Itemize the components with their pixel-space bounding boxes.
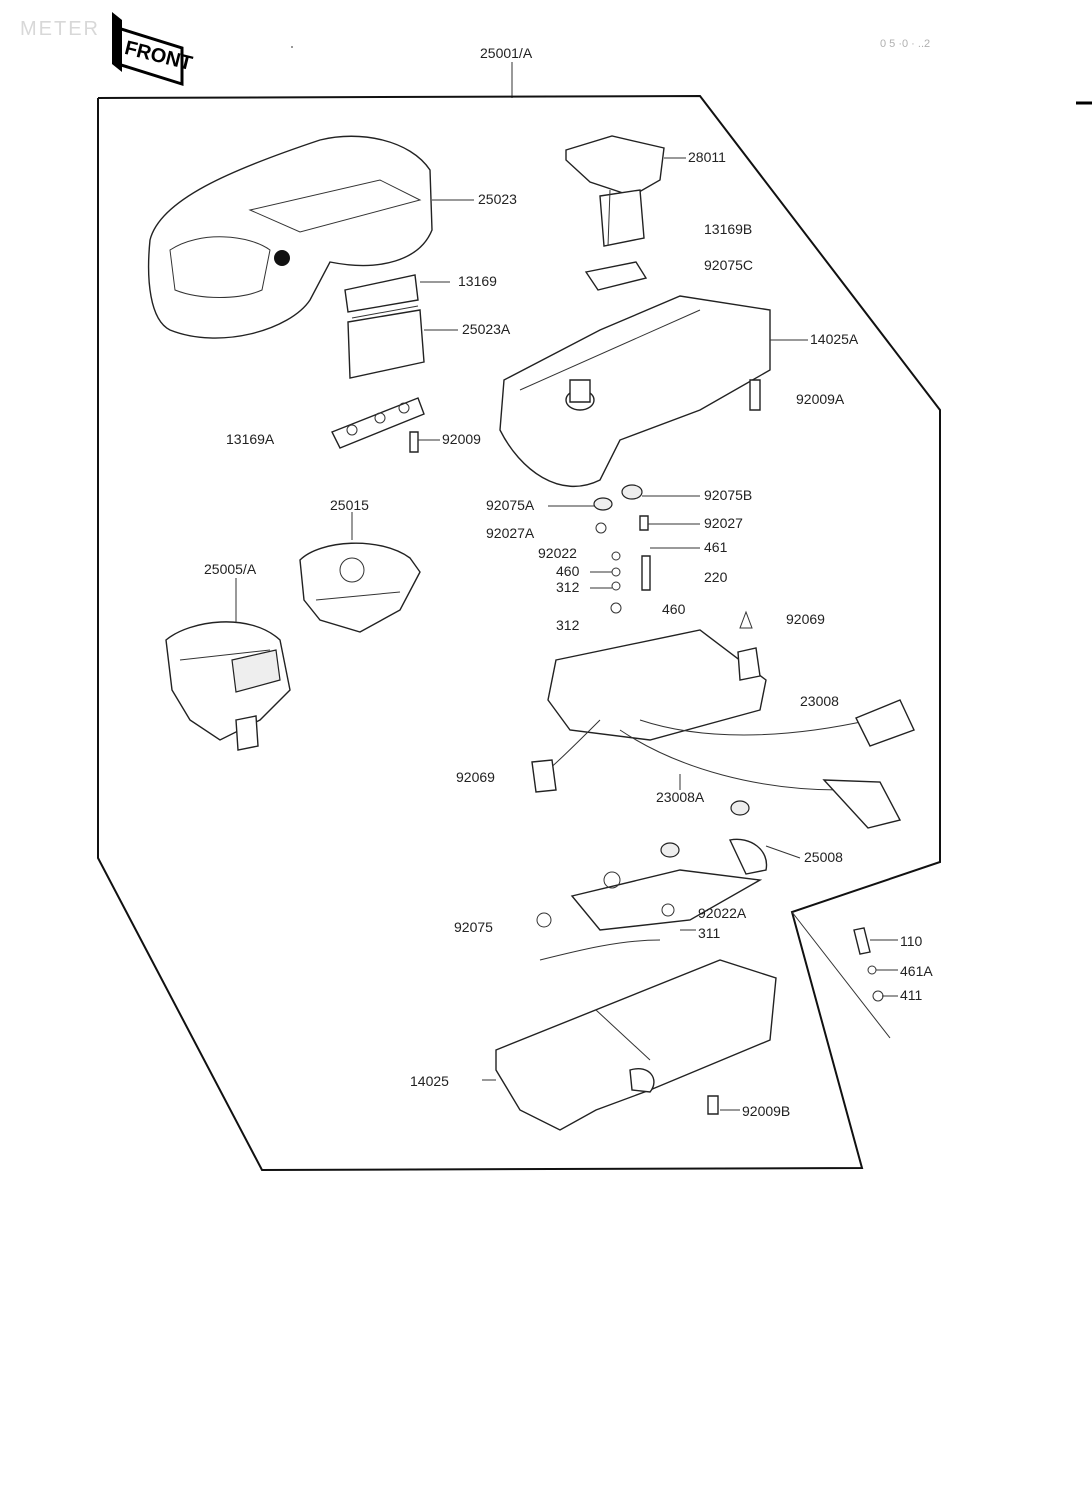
callout-25015: 25015 bbox=[330, 497, 369, 513]
callout-13169a: 13169A bbox=[226, 431, 275, 447]
diagram-title: METER bbox=[20, 18, 100, 40]
callout-92027a: 92027A bbox=[486, 525, 535, 541]
screw-92009 bbox=[409, 431, 419, 453]
callout-25023: 25023 bbox=[478, 191, 517, 207]
grommet-92075c bbox=[584, 261, 648, 291]
callout-92009a: 92009A bbox=[796, 391, 845, 407]
callout-25008: 25008 bbox=[804, 849, 843, 865]
callout-92069-left: 92069 bbox=[456, 769, 495, 785]
callout-92009: 92009 bbox=[442, 431, 481, 447]
bottom-cover-14025 bbox=[495, 959, 777, 1131]
callout-461a: 461A bbox=[900, 963, 933, 979]
gasket-13169 bbox=[344, 274, 419, 313]
callout-13169b: 13169B bbox=[704, 221, 752, 237]
callout-25023a: 25023A bbox=[462, 321, 511, 337]
callout-312-lower: 312 bbox=[556, 617, 580, 633]
callout-311: 311 bbox=[698, 925, 721, 941]
lower-fittings bbox=[536, 800, 768, 961]
callout-13169: 13169 bbox=[458, 273, 497, 289]
callout-92075c: 92075C bbox=[704, 257, 753, 273]
callout-460-lower: 460 bbox=[662, 601, 686, 617]
callout-92075b: 92075B bbox=[704, 487, 752, 503]
fasteners-column bbox=[593, 484, 753, 629]
callout-28011: 28011 bbox=[688, 149, 726, 165]
leader-lines bbox=[235, 157, 898, 1111]
speedometer-25005a bbox=[165, 621, 291, 751]
screw-92009a bbox=[749, 379, 761, 411]
callout-110: 110 bbox=[900, 933, 923, 949]
reference-code: 0 5 ·0 · ..2 bbox=[880, 38, 931, 50]
callout-411: 411 bbox=[900, 987, 923, 1003]
callout-92009b: 92009B bbox=[742, 1103, 790, 1119]
callout-92075: 92075 bbox=[454, 919, 493, 935]
callout-460: 460 bbox=[556, 563, 580, 579]
bracket-28011 bbox=[565, 135, 665, 247]
callout-14025a: 14025A bbox=[810, 331, 859, 347]
meter-cover-plate bbox=[347, 305, 425, 379]
side-fasteners bbox=[791, 911, 891, 1039]
callout-labels: 28011 25023 13169B 92075C 13169 25023A 1… bbox=[204, 149, 933, 1119]
callout-23008: 23008 bbox=[800, 693, 839, 709]
callout-92022: 92022 bbox=[538, 545, 577, 561]
callout-92027: 92027 bbox=[704, 515, 743, 531]
callout-92022a: 92022A bbox=[698, 905, 747, 921]
callout-25005a: 25005/A bbox=[204, 561, 257, 577]
meter-housing bbox=[499, 295, 771, 487]
callout-92075a: 92075A bbox=[486, 497, 535, 513]
callout-14025: 14025 bbox=[410, 1073, 449, 1089]
callout-23008a: 23008A bbox=[656, 789, 705, 805]
tachometer-25015 bbox=[299, 542, 421, 633]
callout-92069: 92069 bbox=[786, 611, 825, 627]
assembly-label: 25001/A bbox=[480, 45, 533, 61]
meter-upper-case bbox=[147, 135, 433, 339]
callout-461: 461 bbox=[704, 539, 728, 555]
callout-220: 220 bbox=[704, 569, 728, 585]
meter-base-harness bbox=[531, 629, 915, 829]
front-badge: FRONT bbox=[112, 12, 195, 87]
callout-312: 312 bbox=[556, 579, 580, 595]
switch-plate bbox=[331, 397, 425, 449]
